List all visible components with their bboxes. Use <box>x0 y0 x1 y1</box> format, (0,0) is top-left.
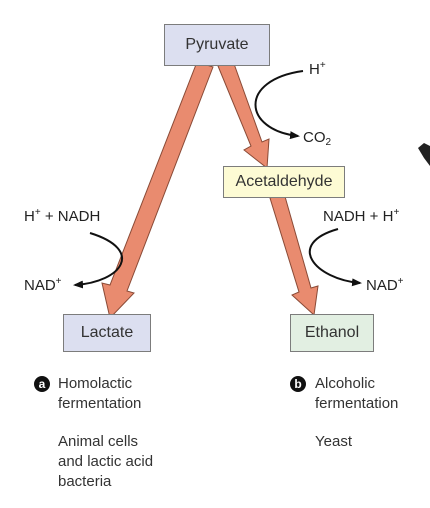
label-nad-left: NAD+ <box>24 276 62 294</box>
curve-h-co2 <box>254 70 304 140</box>
curve-nadh-nad-left <box>73 232 123 289</box>
badge-b: b <box>290 376 306 392</box>
edge-fragment-icon <box>418 143 430 166</box>
badge-a: a <box>34 376 50 392</box>
caption-b-line2: fermentation <box>315 395 399 412</box>
caption-alcoholic: Alcoholic fermentation <box>315 374 398 414</box>
caption-a-org2: and lactic acid <box>58 453 154 470</box>
node-pyruvate: Pyruvate <box>164 24 270 66</box>
node-acetaldehyde: Acetaldehyde <box>223 166 345 198</box>
caption-a-org3: bacteria <box>58 473 112 490</box>
node-ethanol: Ethanol <box>290 314 374 352</box>
caption-a-org1: Animal cells <box>58 433 139 450</box>
arrow-acetaldehyde-to-ethanol <box>269 192 319 317</box>
caption-a-line1: Homolactic <box>58 375 133 392</box>
caption-homolactic: Homolactic fermentation <box>58 374 141 414</box>
label-nad-right: NAD+ <box>366 276 404 294</box>
label-h-plus-top: H+ <box>309 60 326 78</box>
node-lactate: Lactate <box>63 314 151 352</box>
label-co2: CO2 <box>303 129 332 148</box>
caption-a-organisms: Animal cells and lactic acid bacteria <box>58 432 153 492</box>
label-nadh-h-right: NADH + H+ <box>323 207 400 225</box>
caption-a-line2: fermentation <box>58 395 142 412</box>
arrow-pyruvate-to-lactate <box>101 61 214 320</box>
label-h-nadh-left: H+ + NADH <box>24 207 101 225</box>
arrow-pyruvate-to-acetaldehyde <box>217 60 270 169</box>
caption-b-organisms: Yeast <box>315 432 352 452</box>
curve-nadh-nad-right <box>308 228 362 287</box>
caption-b-org1: Yeast <box>315 433 352 450</box>
caption-b-line1: Alcoholic <box>315 375 376 392</box>
